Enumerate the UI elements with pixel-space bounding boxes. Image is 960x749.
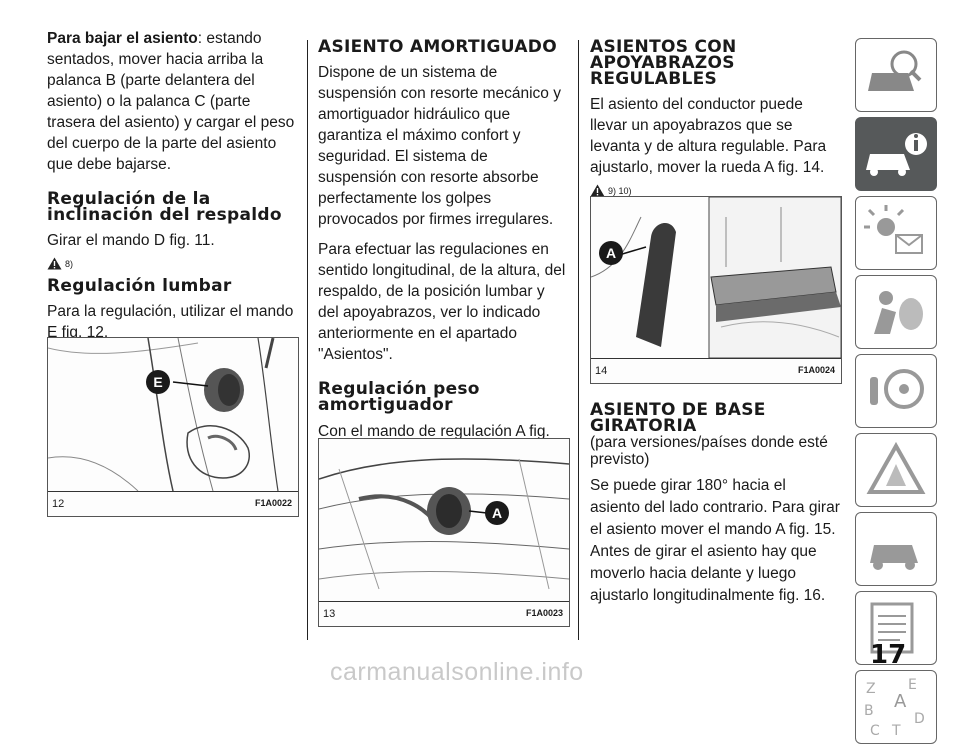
figure-13-number: 13 xyxy=(323,608,336,620)
paragraph-bajar-text: : estando sentados, mover hacia arriba l… xyxy=(47,30,295,173)
figure-14: A 14 F1A0024 xyxy=(590,196,842,384)
figure-14-code: F1A0024 xyxy=(797,365,835,375)
index-letter-e: E xyxy=(908,677,917,693)
column-2: ASIENTO AMORTIGUADO Dispone de un sistem… xyxy=(318,39,566,505)
sidebar-item-warning-lights[interactable] xyxy=(855,196,937,270)
technical-data-icon xyxy=(870,602,914,654)
index-letter-d: D xyxy=(914,711,925,727)
paragraph-lumbar: Para la regulación, utilizar el mando E … xyxy=(47,303,294,341)
figure-13: A 13 F1A0023 xyxy=(318,438,570,627)
sidebar-item-dashboard[interactable] xyxy=(855,38,937,112)
figure-13-code: F1A0023 xyxy=(525,608,563,618)
sidebar-item-car-info[interactable] xyxy=(855,117,937,191)
index-letter-b: B xyxy=(864,703,874,719)
warning-note: 8) xyxy=(47,257,297,270)
figure-14-illustration xyxy=(590,196,842,359)
index-letter-z: Z xyxy=(866,681,876,697)
figure-12-caption: 12 F1A0022 xyxy=(48,491,298,516)
figure-12-number: 12 xyxy=(52,498,65,510)
bold-lead: Para bajar el asiento xyxy=(47,30,198,47)
warning-light-icon xyxy=(864,205,923,254)
heading-apoyabrazos: ASIENTOS CON APOYABRAZOS REGULABLES xyxy=(590,37,737,89)
sidebar-item-emergency[interactable] xyxy=(855,433,937,507)
heading-amortiguado: ASIENTO AMORTIGUADO xyxy=(318,37,557,57)
figure-12-code: F1A0022 xyxy=(254,498,292,508)
paragraph-inclinacion: Girar el mando D fig. 11. xyxy=(47,232,215,249)
car-dashboard-icon xyxy=(868,50,922,91)
warning-triangle-icon xyxy=(47,257,62,270)
index-letter-a: A xyxy=(894,691,907,712)
figure-14-caption: 14 F1A0024 xyxy=(591,358,841,383)
warning-triangle-icon xyxy=(590,184,605,197)
warning-ref-2: 9) 10) xyxy=(608,185,632,196)
heading-peso: Regulación peso amortiguador xyxy=(318,379,480,415)
index-letter-t: T xyxy=(891,723,901,739)
road-emergency-icon xyxy=(866,441,926,494)
car-maintenance-icon xyxy=(870,545,918,570)
paragraph-giratoria: Se puede girar 180° hacia el asiento del… xyxy=(590,477,840,604)
heading-inclinacion: Regulación de la inclinación del respald… xyxy=(47,189,282,225)
heading-giratoria: ASIENTO DE BASE GIRATORIA xyxy=(590,400,766,436)
car-info-icon xyxy=(866,133,927,176)
figure-13-caption: 13 F1A0023 xyxy=(319,601,569,626)
paragraph-regulaciones: Para efectuar las regulaciones en sentid… xyxy=(318,241,566,363)
column-3-lower: ASIENTO DE BASE GIRATORIA (para versione… xyxy=(590,402,840,607)
column-1: Para bajar el asiento: estando sentados,… xyxy=(47,28,297,343)
sidebar-item-safety[interactable] xyxy=(855,275,937,349)
warning-note-2: 9) 10) xyxy=(590,184,840,197)
callout-a-13: A xyxy=(485,501,509,525)
warning-ref: 8) xyxy=(65,258,74,269)
sidebar-item-maintenance[interactable] xyxy=(855,512,937,586)
figure-12: E 12 F1A0022 xyxy=(47,337,299,517)
paragraph-apoyabrazos: El asiento del conductor puede llevar un… xyxy=(590,96,827,176)
sidebar-item-index[interactable]: Z E A B C D T xyxy=(855,670,937,744)
paragraph-bajar: Para bajar el asiento: estando sentados,… xyxy=(47,28,297,175)
paragraph-suspension: Dispone de un sistema de suspensión con … xyxy=(318,64,561,228)
steering-start-icon xyxy=(870,369,924,409)
sidebar-item-starting[interactable] xyxy=(855,354,937,428)
callout-e: E xyxy=(146,370,170,394)
sidebar-item-technical[interactable] xyxy=(855,591,937,665)
figure-12-illustration xyxy=(47,337,279,492)
watermark: carmanualsonline.info xyxy=(330,658,584,686)
callout-a-14: A xyxy=(599,241,623,265)
index-letter-c: C xyxy=(870,723,880,739)
column-rule-2 xyxy=(578,40,579,640)
heading-lumbar: Regulación lumbar xyxy=(47,276,232,296)
figure-14-number: 14 xyxy=(595,365,608,377)
page-number: 17 xyxy=(870,640,907,670)
airbag-safety-icon xyxy=(874,291,923,334)
column-3: ASIENTOS CON APOYABRAZOS REGULABLES El a… xyxy=(590,39,840,205)
subtitle-giratoria: (para versiones/países donde esté previs… xyxy=(590,434,828,468)
column-rule-1 xyxy=(307,40,308,640)
alphabet-index-icon: Z E A B C D T xyxy=(864,677,925,739)
figure-13-illustration xyxy=(318,458,570,590)
